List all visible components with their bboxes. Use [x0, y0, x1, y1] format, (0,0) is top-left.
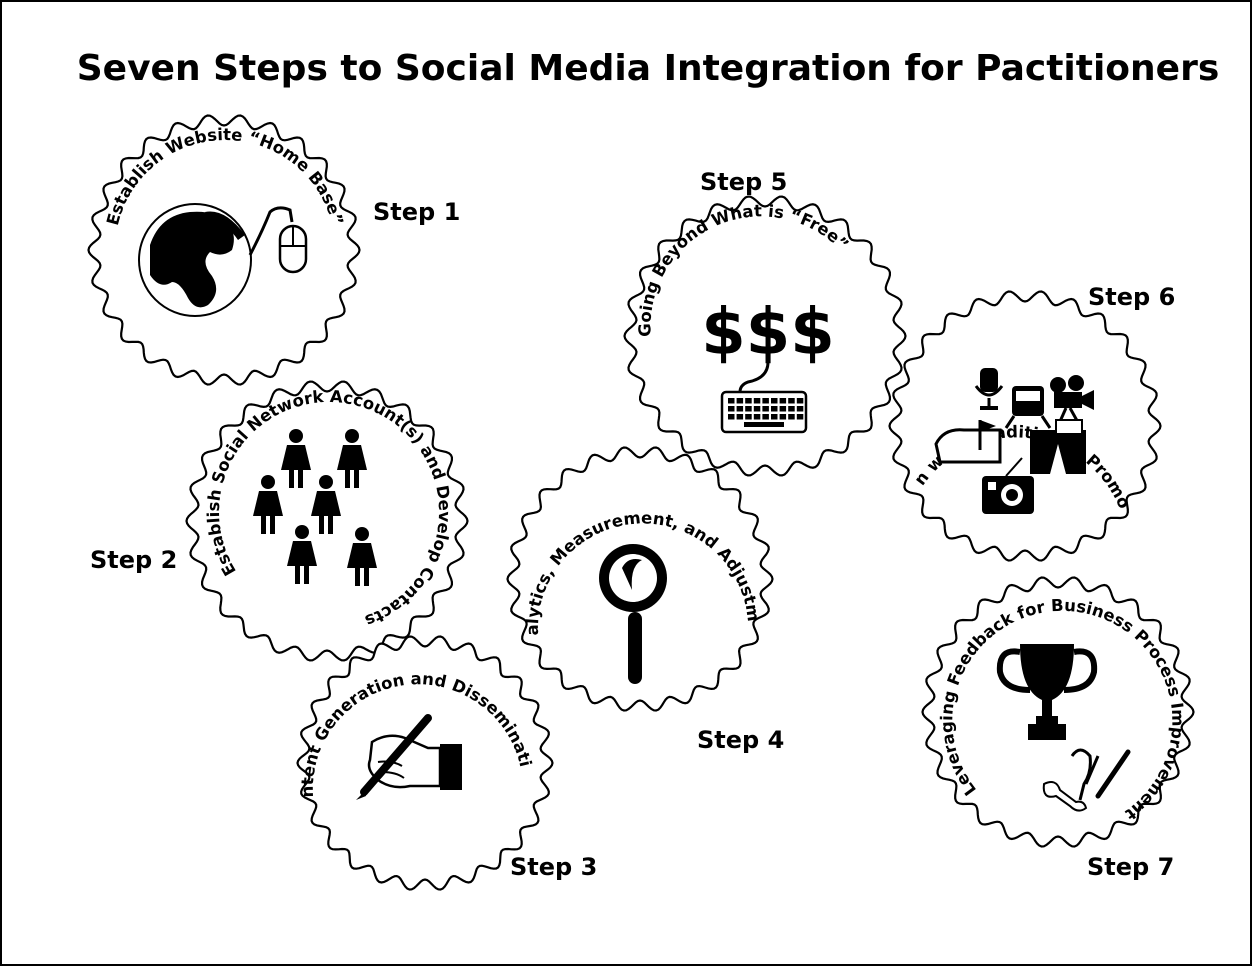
radio-icon: [982, 457, 1034, 514]
key: [762, 398, 769, 404]
step-6-circle: [888, 290, 1162, 562]
keyboard-keys: [728, 398, 804, 427]
key: [745, 414, 752, 420]
key: [771, 406, 778, 412]
mailbox-icon: [934, 420, 1002, 464]
key: [728, 414, 735, 420]
person-icon: [253, 475, 283, 534]
step-5-label: Step 5: [700, 168, 787, 196]
key: [788, 406, 795, 412]
person-icon: [281, 429, 311, 488]
key: [762, 406, 769, 412]
key: [796, 398, 804, 404]
diagram-title: Seven Steps to Social Media Integration …: [77, 48, 1220, 89]
person-icon: [347, 527, 377, 586]
key: [736, 398, 744, 404]
key: [796, 414, 804, 420]
step-4-label: Step 4: [697, 726, 784, 754]
microphone-icon: [974, 368, 1004, 410]
key: [753, 414, 761, 420]
step-2-circle: [185, 380, 469, 662]
key: [753, 398, 761, 404]
key: [745, 398, 752, 404]
step-circles: [87, 114, 1195, 891]
trophy-tools-icon: [996, 644, 1131, 812]
globe-mouse-icon: [138, 203, 308, 317]
key: [771, 414, 778, 420]
people-icon: [253, 429, 377, 586]
key: [736, 414, 744, 420]
billboard-road-icon: [1030, 419, 1086, 474]
step-3: Content Generation and Dissemination: [0, 0, 535, 800]
key: [762, 414, 769, 420]
step-3-label: Step 3: [510, 853, 597, 881]
key: [728, 398, 735, 404]
key: [779, 406, 787, 412]
key: [779, 414, 787, 420]
step-1-label: Step 1: [373, 198, 460, 226]
step-7-label: Step 7: [1087, 853, 1174, 881]
key: [788, 414, 795, 420]
person-icon: [337, 429, 367, 488]
key: [745, 406, 752, 412]
dollar-signs: $$$: [701, 296, 835, 370]
media-icons: [934, 368, 1094, 514]
key: [779, 398, 787, 404]
dollars-keyboard-icon: $$$: [701, 296, 835, 434]
person-icon: [287, 525, 317, 584]
step-2-label: Step 2: [90, 546, 177, 574]
key: [788, 398, 795, 404]
step-6-label: Step 6: [1088, 283, 1175, 311]
key: [771, 398, 778, 404]
key: [753, 406, 761, 412]
step-5-circle: [623, 195, 907, 477]
person-icon: [311, 475, 341, 534]
train-icon: [1004, 386, 1052, 429]
space-key: [744, 422, 784, 427]
step-7-circle: [921, 576, 1195, 848]
key: [736, 406, 744, 412]
writing-hand-icon: [356, 714, 462, 800]
magnifier-icon: [599, 544, 667, 684]
key: [728, 406, 735, 412]
key: [796, 406, 804, 412]
